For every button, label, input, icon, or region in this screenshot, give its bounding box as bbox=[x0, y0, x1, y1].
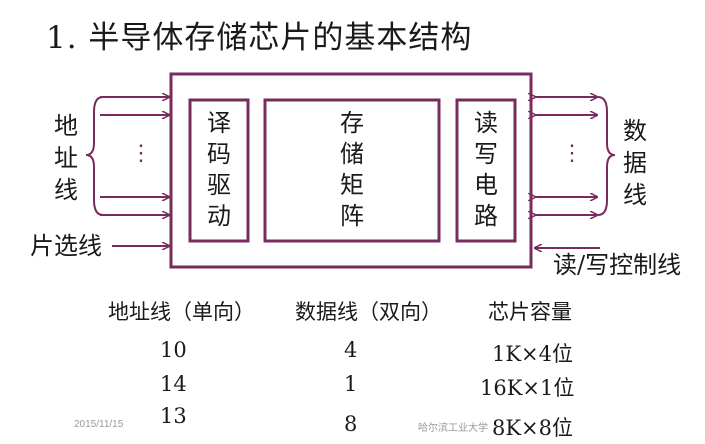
data-ellipsis: ⋮ bbox=[561, 141, 583, 166]
table-cell: 8 bbox=[344, 412, 358, 436]
table-cell: 16K×1位 bbox=[480, 376, 575, 400]
table-header-capacity: 芯片容量 bbox=[488, 300, 572, 324]
decoder-label: 译码驱动 bbox=[207, 109, 231, 230]
rw-circuit-block bbox=[455, 98, 517, 243]
footer-date: 2015/11/15 bbox=[74, 419, 124, 430]
table-cell: 8K×8位 bbox=[492, 416, 574, 440]
footer-org: 哈尔滨工业大学 bbox=[418, 423, 488, 434]
table-cell: 10 bbox=[160, 338, 187, 362]
rw-circuit-label: 读写电路 bbox=[474, 109, 498, 230]
rw-control-label: 读/写控制线 bbox=[553, 251, 682, 279]
table-cell: 14 bbox=[160, 372, 187, 396]
table-cell: 1K×4位 bbox=[492, 342, 574, 366]
page-title: 1. 半导体存储芯片的基本结构 bbox=[46, 20, 473, 56]
address-ellipsis: ⋮ bbox=[130, 141, 152, 166]
table-header-address: 地址线（单向） bbox=[108, 300, 255, 324]
address-line-label: 地址线 bbox=[54, 112, 78, 204]
table-header-data: 数据线（双向） bbox=[295, 300, 442, 324]
table-cell: 1 bbox=[344, 372, 358, 396]
decoder-block bbox=[188, 98, 250, 243]
table-cell: 4 bbox=[344, 338, 358, 362]
data-line-label: 数据线 bbox=[623, 117, 647, 209]
matrix-label: 存储矩阵 bbox=[340, 109, 364, 230]
matrix-block bbox=[263, 98, 441, 243]
address-brace bbox=[85, 96, 104, 216]
chip-select-label: 片选线 bbox=[30, 232, 102, 260]
chip-outline bbox=[169, 72, 533, 269]
data-brace bbox=[597, 96, 616, 216]
table-cell: 13 bbox=[160, 404, 187, 428]
